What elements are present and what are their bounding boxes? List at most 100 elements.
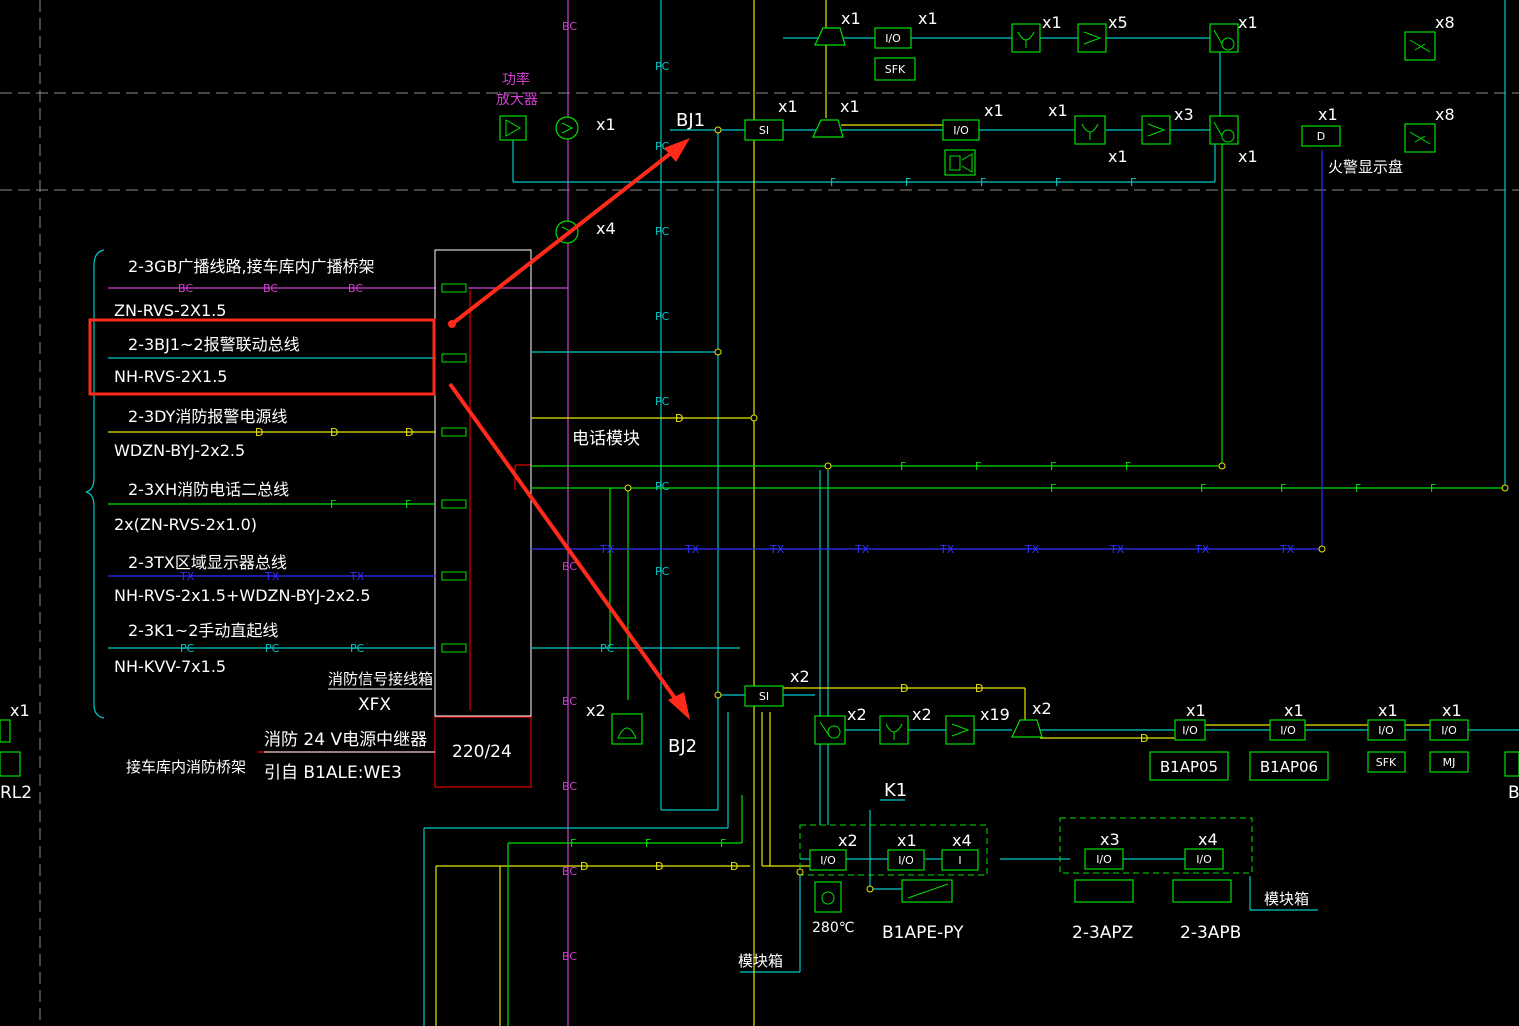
bus-yellow-d [435,0,1430,1026]
count-m6: x1 [1318,105,1338,124]
symbol-glyphs [505,29,1431,905]
apb-label: 2-3APB [1180,923,1241,943]
tag-pc-v3: PC [655,225,670,238]
apz-label: 2-3APZ [1072,923,1133,943]
tag-f-r3: F [1050,460,1056,473]
device-text: SI SI I/O SFK I/O D I/O I/O I I/O I/O I/… [759,32,1457,867]
annotation-arrows [448,138,690,720]
legend-dy-cable: WDZN-BYJ-2x2.5 [114,441,245,460]
tag-f-1: F [330,498,336,511]
tag-f-h4: F [1055,176,1061,189]
tag-tx-h7: TX [1109,543,1125,556]
count-b4: x19 [980,705,1010,724]
temp-label: 280℃ [812,920,854,936]
tag-f-h5: F [1130,176,1136,189]
count-m7: x8 [1435,105,1455,124]
io-device-r4: I/O [1441,724,1457,737]
tag-bc-2: BC [263,282,278,295]
count-mb4: x3 [1100,830,1120,849]
tag-f-h3: F [980,176,986,189]
tag-d-h6: D [655,860,663,873]
legend-text: 2-3GB广播线路,接车库内广播桥架 ZN-RVS-2X1.5 2-3BJ1~2… [114,257,375,676]
count-left: x1 [10,701,30,720]
k1-label: K1 [884,780,907,801]
device-names: B1AP05 B1AP06 [1160,758,1318,776]
xfx-label: XFX [358,695,391,715]
tag-pc-v5: PC [655,395,670,408]
line-tags: BC BC BC D D D F F TX TX TX PC PC PC PC … [178,20,1436,963]
terminal-blocks [441,283,467,653]
count-m1: x1 [778,97,798,116]
io-module-3: I/O [1096,853,1112,866]
count-labels: x1 x4 x1 x1 x1 x5 x1 x8 x1 x1 x1 x1 x3 x… [10,9,1462,850]
io-device-r1: I/O [1182,724,1198,737]
sfk-device-r: SFK [1376,756,1397,769]
tag-f-b2: F [645,837,651,850]
si-device-top: SI [759,124,769,137]
count-phone: x2 [586,701,606,720]
count-b6: x1 [1186,701,1206,720]
broadcast-bus [108,0,569,1026]
io-module-2: I/O [898,854,914,867]
tag-bc-v3: BC [562,695,577,708]
module-boxes [799,817,1253,876]
io-device-top1: I/O [885,32,901,45]
legend-bj-title: 2-3BJ1~2报警联动总线 [128,335,300,354]
tag-tx-1: TX [179,570,195,583]
tag-f-r2: F [975,460,981,473]
count-t6: x8 [1435,13,1455,32]
tag-bc-v2: BC [562,560,577,573]
tag-d-h1: D [675,412,683,425]
b1ape-label: B1APE-PY [882,923,964,943]
module-box-right-label: 模块箱 [1264,890,1309,908]
bus-green-f [507,140,1505,1026]
count-m3: x1 [984,101,1004,120]
count-mb3: x4 [952,831,972,850]
tag-pc-v1: PC [655,60,670,73]
tag-d-2: D [330,426,338,439]
si-device-bottom: SI [759,690,769,703]
relay-box-label: 220/24 [452,742,512,762]
count-b7: x1 [1284,701,1304,720]
tag-d-1: D [255,426,263,439]
signal-box-label: 消防信号接线箱 [328,670,433,688]
tag-bc-v6: BC [562,950,577,963]
tag-pc-v6: PC [655,480,670,493]
tag-tx-h9: TX [1279,543,1295,556]
phone-module-label: 电话模块 [572,429,640,449]
count-mb1: x2 [838,831,858,850]
count-b3: x2 [912,705,932,724]
io-module-4: I/O [1196,853,1212,866]
count-m8: x1 [1108,147,1128,166]
count-b9: x1 [1442,701,1462,720]
b1ap05-label: B1AP05 [1160,758,1218,776]
tag-bc-3: BC [348,282,363,295]
tag-d-3: D [405,426,413,439]
legend-dy-title: 2-3DY消防报警电源线 [128,407,287,426]
tag-pc-2: PC [265,642,280,655]
bus-blue-tx [531,150,1323,550]
tag-pc-1: PC [180,642,195,655]
tag-bc-1: BC [178,282,193,295]
edge-b-label: B [1508,783,1519,803]
legend-xh-cable: 2x(ZN-RVS-2x1.0) [114,515,257,534]
tag-tx-3: TX [349,570,365,583]
tag-pc-v7: PC [655,565,670,578]
count-b8: x1 [1378,701,1398,720]
triangle-devices [812,27,1043,738]
i-module: I [958,854,961,867]
tag-tx-h5: TX [939,543,955,556]
tag-f-h2: F [905,176,911,189]
count-m9: x1 [1238,147,1258,166]
highlight-box [88,318,436,396]
junction-dots [624,126,1509,893]
io-module-1: I/O [820,854,836,867]
count-spk: x4 [596,219,616,238]
amp-label-2: 放大器 [496,92,538,108]
rl2-label: RL2 [0,783,32,803]
count-amp: x1 [596,115,616,134]
tray-label: 接车库内消防桥架 [126,758,246,776]
d-device-display: D [1317,130,1325,143]
